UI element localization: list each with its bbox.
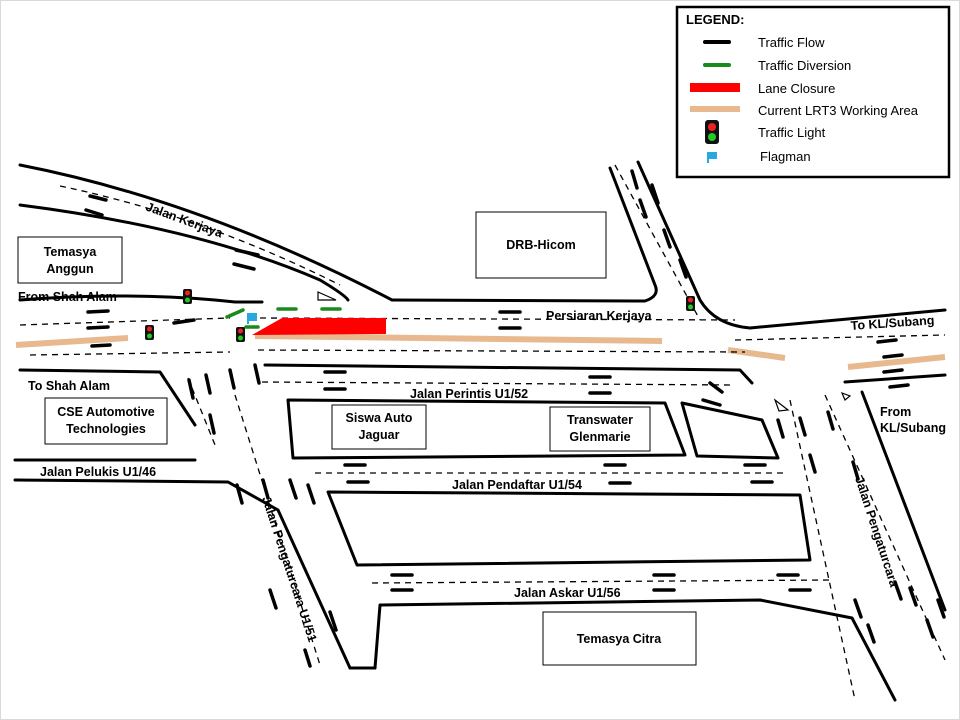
label-to-kl-subang: To KL/Subang — [850, 313, 935, 333]
svg-text:CSE Automotive: CSE Automotive — [57, 405, 155, 419]
legend: LEGEND: Traffic Flow Traffic Diversion L… — [675, 5, 951, 179]
lane-closure — [252, 318, 386, 335]
label-jalan-askar: Jalan Askar U1/56 — [514, 586, 621, 600]
label-jalan-pelukis: Jalan Pelukis U1/46 — [40, 465, 156, 479]
svg-text:Technologies: Technologies — [66, 422, 146, 436]
svg-text:Anggun: Anggun — [46, 262, 93, 276]
legend-label: Traffic Flow — [758, 35, 825, 50]
traffic-light-icon — [183, 289, 192, 304]
legend-lane-closure-icon — [690, 83, 740, 92]
label-jalan-pendaftar: Jalan Pendaftar U1/54 — [452, 478, 582, 492]
road-edges — [13, 160, 947, 702]
temasya-citra-box: Temasya Citra — [542, 611, 697, 666]
label-from-shah-alam: From Shah Alam — [18, 290, 117, 304]
legend-lrt3-icon — [690, 106, 740, 112]
warning-triangle-icon — [773, 398, 790, 412]
legend-title: LEGEND: — [686, 12, 745, 27]
transwater-glenmarie-box: Transwater Glenmarie — [549, 406, 651, 452]
label-from-kl-subang-2: KL/Subang — [880, 421, 946, 435]
warning-signs — [317, 291, 852, 412]
traffic-light-icon — [236, 327, 245, 342]
lrt3-working-area — [15, 333, 946, 370]
legend-label: Traffic Diversion — [758, 58, 851, 73]
svg-text:Glenmarie: Glenmarie — [569, 430, 630, 444]
label-jalan-pengaturcara-u151: Jalan Pengaturcara U1/51 — [259, 495, 319, 644]
warning-triangle-icon — [840, 391, 852, 401]
traffic-flow-arrows — [84, 169, 946, 668]
label-jalan-pengaturcara: Jalan Pengaturcara — [852, 475, 901, 590]
legend-traffic-light-icon — [705, 120, 719, 144]
traffic-light-icon — [686, 296, 695, 311]
legend-flagman-icon — [707, 152, 717, 163]
svg-text:Temasya Citra: Temasya Citra — [577, 632, 663, 646]
legend-label: Lane Closure — [758, 81, 835, 96]
svg-text:Temasya: Temasya — [44, 245, 98, 259]
label-to-shah-alam: To Shah Alam — [28, 379, 110, 393]
label-from-kl-subang-1: From — [880, 405, 911, 419]
legend-label: Flagman — [760, 149, 811, 164]
drb-hicom-box: DRB-Hicom — [475, 211, 607, 279]
warning-triangle-icon — [317, 291, 337, 301]
legend-label: Traffic Light — [758, 125, 826, 140]
label-persiaran-kerjaya: Persiaran Kerjaya — [546, 309, 653, 323]
traffic-diversion-arrows — [225, 307, 342, 329]
svg-text:Jaguar: Jaguar — [359, 428, 400, 442]
legend-label: Current LRT3 Working Area — [758, 103, 919, 118]
siswa-auto-jaguar-box: Siswa Auto Jaguar — [331, 404, 427, 450]
cse-automotive-box: CSE Automotive Technologies — [44, 397, 168, 445]
traffic-light-icon — [145, 325, 154, 340]
traffic-lights — [145, 289, 695, 342]
flagman-icon — [247, 313, 257, 324]
svg-text:Siswa Auto: Siswa Auto — [346, 411, 413, 425]
buildings: Temasya Anggun DRB-Hicom CSE Automotive … — [17, 211, 697, 666]
svg-text:Transwater: Transwater — [567, 413, 633, 427]
label-jalan-perintis: Jalan Perintis U1/52 — [410, 387, 528, 401]
svg-text:DRB-Hicom: DRB-Hicom — [506, 238, 575, 252]
temasya-anggun-box: Temasya Anggun — [17, 236, 123, 284]
